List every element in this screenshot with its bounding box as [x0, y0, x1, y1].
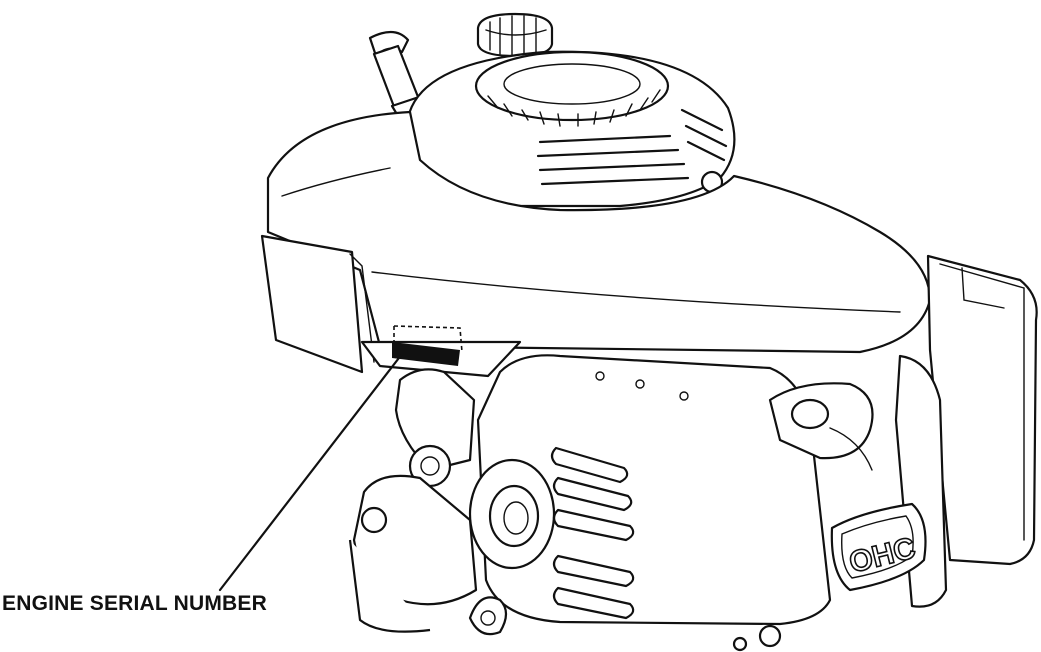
muffler-assembly — [768, 254, 1038, 608]
engine-serial-number-label: ENGINE SERIAL NUMBER — [2, 592, 267, 615]
serial-number-plate — [392, 325, 463, 366]
ohc-badge: OHC — [830, 502, 927, 592]
callout-leader-line — [218, 352, 404, 592]
engine-cover — [260, 110, 932, 378]
engine-block — [468, 354, 832, 626]
top-cap — [476, 12, 554, 58]
carburetor-area — [348, 368, 508, 636]
mounting-bolts — [732, 624, 782, 652]
